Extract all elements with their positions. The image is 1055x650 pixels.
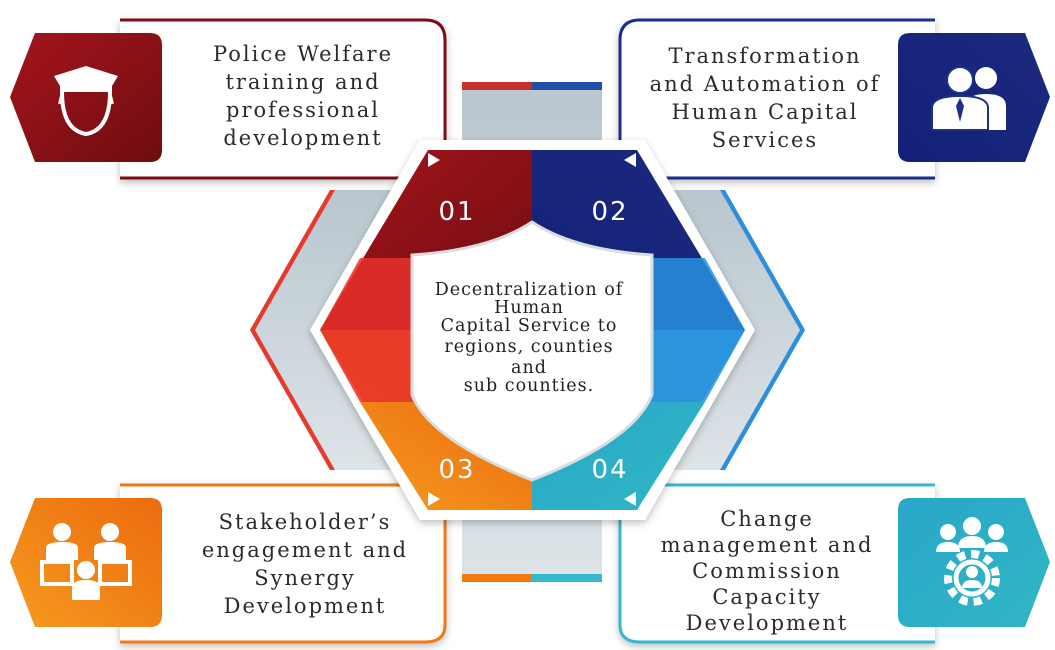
business-people-icon [931,66,1006,131]
team-meeting-icon [40,523,132,600]
arrow-01 [428,153,440,167]
item-line: Transformation [668,44,862,68]
arrow-02 [624,153,636,167]
center-line: regions, counties [444,337,614,357]
number-01: 01 [438,197,475,227]
item-text-04: Change management and Commission Capacit… [640,506,894,636]
team-gear-icon [936,517,1008,606]
center-line: Capital Service to [440,316,618,336]
arrow-03 [428,492,440,506]
center-line: Human [494,298,564,318]
center-line: and [511,358,547,378]
center-text: Decentralization of Human Capital Servic… [416,280,642,396]
number-02: 02 [591,197,628,227]
item-line: Synergy [254,566,356,590]
central-hexagon: 01 02 03 04 [310,140,755,520]
item-line: Services [711,128,819,152]
item-card-03 [10,483,447,644]
center-line: sub counties. [463,376,595,396]
item-line: professional [226,98,380,122]
item-line: management and [660,533,874,557]
item-line: and Automation of [649,72,881,96]
item-text-02: Transformation and Automation of Human C… [636,42,894,154]
item-text-01: Police Welfare training and professional… [178,40,428,152]
item-line: Development [223,594,387,618]
number-04: 04 [591,455,628,485]
center-shield [410,220,654,482]
arrow-04 [624,492,636,506]
item-card-04 [618,483,1050,644]
center-line: Decentralization of [434,280,624,300]
item-line: Police Welfare [213,42,393,66]
item-line: Commission [692,559,842,583]
item-line: Capacity [712,585,822,609]
police-officer-icon [54,66,118,137]
item-line: Change [720,507,814,531]
item-line: Stakeholder’s [218,510,392,534]
item-line: Development [685,611,849,635]
item-line: training and [225,70,381,94]
item-card-01 [10,18,447,180]
item-line: Human Capital [671,100,859,124]
number-03: 03 [438,455,475,485]
item-text-03: Stakeholder’s engagement and Synergy Dev… [175,508,435,620]
item-line: engagement and [201,538,409,562]
item-line: development [223,126,383,150]
